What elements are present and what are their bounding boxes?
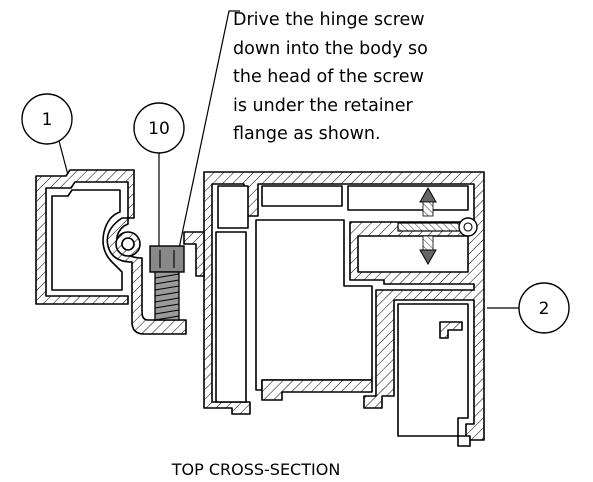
screw-shank	[154, 271, 180, 321]
lower-flange	[261, 379, 373, 401]
note-line-3: the head of the screw	[233, 67, 424, 87]
retainer-flange	[183, 231, 205, 277]
hinge-pin-assembly	[397, 186, 478, 266]
note-line-5: flange as shown.	[233, 124, 381, 144]
part-1-chamber	[51, 189, 123, 291]
chamber-a	[217, 185, 249, 229]
note-line-4: is under the retainer	[233, 96, 414, 116]
diagram-caption: TOP CROSS-SECTION	[171, 460, 341, 479]
installation-note: Drive the hinge screw down into the body…	[233, 10, 428, 144]
hinge-screw	[149, 245, 185, 321]
chamber-b	[261, 185, 343, 207]
note-line-1: Drive the hinge screw	[233, 10, 425, 30]
note-line-2: down into the body so	[233, 39, 428, 59]
spring-lower	[422, 235, 434, 251]
screw-threads	[154, 273, 180, 321]
callout-1-circle	[21, 93, 73, 145]
callout-2-label: 2	[539, 299, 550, 319]
retainer-tab	[439, 321, 463, 339]
hinge-pin	[397, 222, 461, 232]
screw-head	[149, 245, 185, 273]
callout-1-leader	[58, 140, 69, 176]
chamber-d	[357, 235, 469, 273]
note-leader	[176, 10, 240, 259]
callout-1: 1	[21, 93, 73, 176]
hinge-socket-bore	[121, 237, 135, 251]
part-1-extrusion	[35, 169, 187, 335]
spring-arrow-down-icon	[419, 249, 437, 266]
callout-2: 2	[487, 282, 570, 334]
callout-10-label: 10	[148, 119, 170, 139]
callout-1-label: 1	[42, 110, 53, 130]
hinge-pin-eye-bore	[463, 222, 473, 232]
chamber-web	[215, 231, 247, 403]
part-1-body	[35, 169, 187, 335]
chamber-right	[397, 303, 471, 447]
callout-10: 10	[133, 102, 185, 252]
spring-upper	[422, 201, 434, 217]
part-2-extrusion	[183, 171, 485, 447]
chamber-c	[347, 185, 469, 211]
